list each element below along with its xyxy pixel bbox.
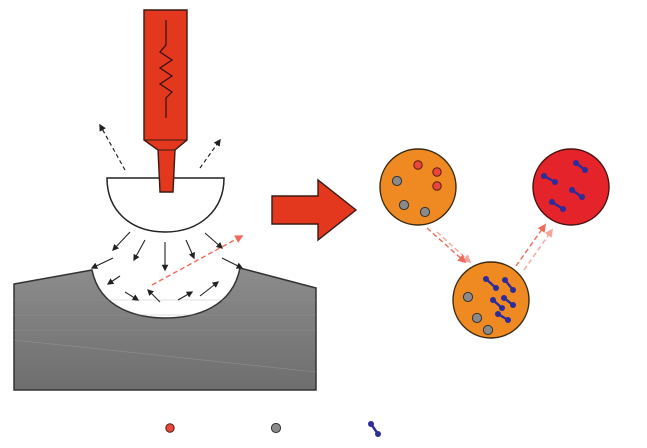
right-arrow-icon [271,178,358,242]
zigzag-resistor-icon [158,20,174,118]
gray-atoms [462,291,494,336]
particle-intermediate [452,261,530,339]
shockwave-arrows [90,231,244,303]
red-jet-arrow [151,235,244,286]
blue-dimer-ends [483,276,516,323]
substrate-block [13,267,317,391]
particle-final [532,148,610,226]
particle-initial [379,148,457,226]
legend-gray-atom [270,422,282,434]
ultrasonic-probe [143,9,188,193]
process-arrows [426,223,553,271]
cavitation-bubble [106,177,225,233]
legend-red-ion [165,423,175,433]
red-ions [413,160,442,191]
ejection-arrows [99,123,221,171]
gray-atoms [391,175,431,218]
legend-blue-dimer [368,421,381,437]
blue-dimer-ends [541,160,588,212]
legend [165,421,381,437]
